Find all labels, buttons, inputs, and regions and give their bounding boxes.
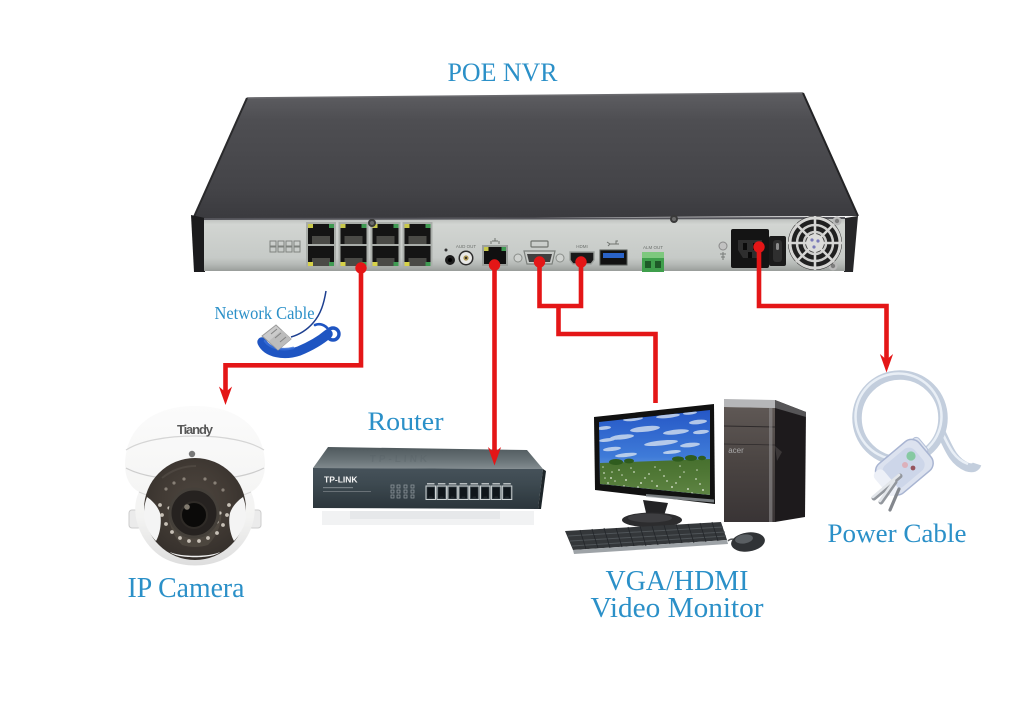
svg-text:Router: Router [368, 407, 444, 436]
svg-text:IP Camera: IP Camera [128, 573, 246, 604]
svg-text:VGA/HDMI: VGA/HDMI [606, 566, 749, 597]
svg-text:ALM OUT: ALM OUT [643, 245, 663, 250]
svg-text:AUD OUT: AUD OUT [456, 244, 477, 249]
svg-text:POE NVR: POE NVR [448, 58, 559, 87]
svg-text:Network Cable: Network Cable [215, 303, 315, 323]
svg-text:Tiandy: Tiandy [177, 422, 214, 437]
svg-text:TP-LINK: TP-LINK [369, 454, 430, 465]
svg-text:TP-LINK: TP-LINK [324, 475, 358, 485]
svg-text:acer: acer [728, 446, 744, 455]
svg-text:Video Monitor: Video Monitor [591, 593, 765, 624]
svg-text:Power Cable: Power Cable [828, 519, 967, 548]
svg-text:HDMI: HDMI [576, 244, 588, 249]
